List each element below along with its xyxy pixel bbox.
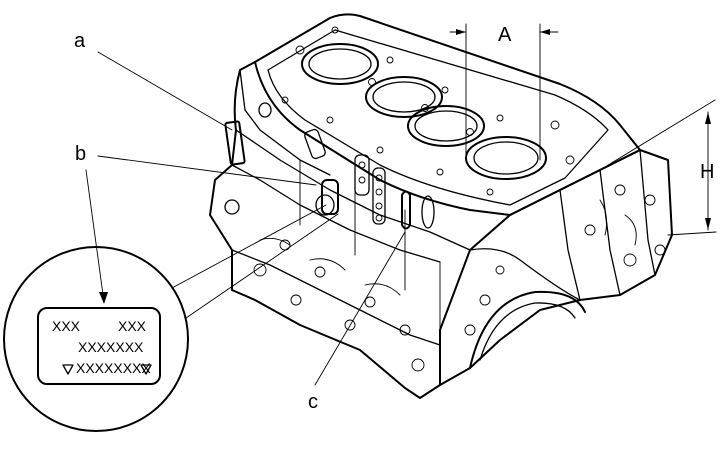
block-rear-face [439,149,673,386]
dimension-h: H [599,99,717,236]
stamp-line1-left: XXX [52,318,81,334]
deck-holes [281,26,575,196]
stamp-line2: XXXXXXX [78,339,144,355]
dimension-a: A [449,23,559,161]
triangle-mark-right [140,364,152,375]
triangle-mark-left [62,364,74,375]
stamp-line1-right: XXX [118,318,147,334]
label-b: b [75,143,86,165]
detail-inset: XXX XXX XXXXXXX XXXXXXXX [3,204,339,432]
label-a-dimension: A [498,24,512,46]
callout-b: b [75,143,339,304]
stamp-line3: XXXXXXXX [76,360,151,376]
label-c: c [308,391,318,413]
label-a: a [74,30,86,52]
label-h-dimension: H [700,161,714,183]
callout-a: a [74,30,246,166]
block-front-face [209,61,511,399]
callout-c: c [308,190,411,413]
